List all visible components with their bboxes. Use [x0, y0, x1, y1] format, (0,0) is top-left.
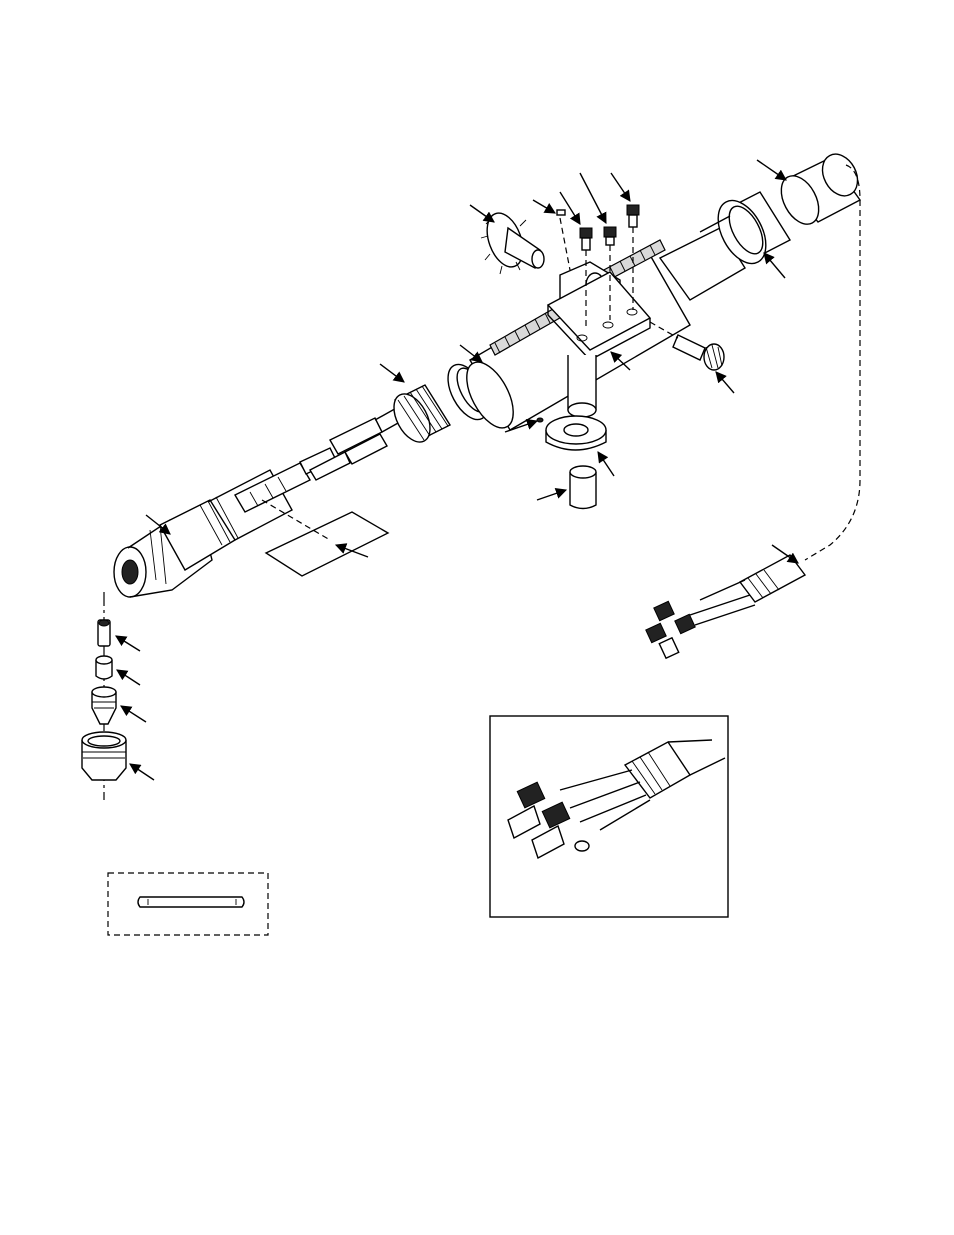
arrow-swirl-ring	[117, 670, 140, 685]
adjusting-knob	[480, 208, 544, 274]
tip	[92, 687, 116, 724]
cable-clamp	[700, 148, 864, 232]
sleeve	[570, 466, 596, 509]
inset-detail	[490, 716, 728, 917]
arrow-collar	[598, 452, 614, 476]
arrow-electrode	[116, 636, 140, 651]
swirl-ring	[96, 656, 112, 679]
arrow-sleeve	[537, 490, 566, 500]
arrow-plunger	[716, 372, 734, 393]
shield-cup	[82, 732, 126, 780]
collar	[537, 416, 606, 450]
arrow-cable-clamp	[757, 160, 786, 180]
arrow-screw-2	[580, 173, 606, 223]
torch-leads	[235, 406, 407, 512]
arrow-ring	[764, 253, 785, 278]
label-card	[262, 500, 388, 576]
arrow-screw-1	[560, 192, 580, 224]
arrow-shield-cup	[130, 764, 154, 780]
arrow-mount-ring	[380, 364, 404, 382]
tool-box	[108, 873, 268, 935]
coupling-ring	[387, 385, 450, 448]
arrow-screw-3	[611, 173, 630, 201]
arrow-pin	[533, 200, 555, 213]
arrow-knob	[470, 205, 494, 222]
arrow-tip	[121, 706, 146, 722]
consumables	[82, 592, 126, 800]
electrode	[98, 620, 110, 646]
